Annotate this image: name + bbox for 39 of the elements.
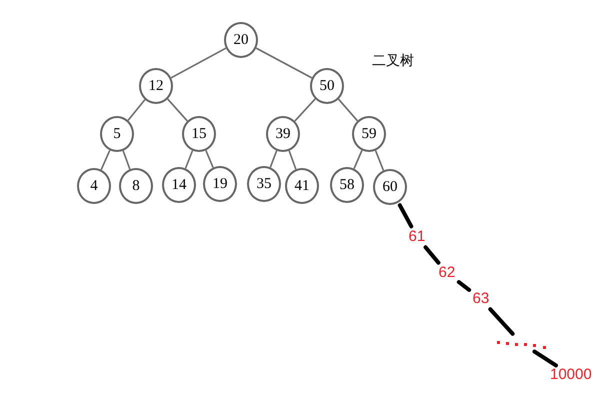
tree-edge	[100, 150, 111, 170]
node-label: 61	[408, 229, 426, 245]
hand-drawn-line	[488, 307, 515, 336]
tree-node-circle: 14	[162, 167, 196, 203]
tree-edge	[170, 47, 226, 79]
hand-drawn-line	[456, 280, 472, 292]
tree-node-circle: 35	[247, 166, 281, 202]
tree-node-circle: 19	[203, 166, 237, 202]
tree-node-circle: 15	[182, 116, 216, 152]
node-label: 10000	[550, 367, 592, 383]
tree-edge	[338, 98, 358, 122]
hand-drawn-line	[532, 350, 558, 368]
tree-node-circle: 59	[352, 116, 386, 152]
node-label: 62	[438, 265, 456, 281]
node-label: 63	[472, 291, 490, 307]
tree-edge	[167, 98, 188, 122]
title: 二叉树	[372, 52, 414, 70]
tree-edge	[122, 150, 131, 170]
tree-node-circle: 8	[119, 168, 153, 204]
tree-node-circle: 12	[139, 68, 173, 104]
tree-edge	[374, 150, 384, 171]
tree-node-circle: 5	[100, 116, 134, 152]
tree-edge	[184, 150, 194, 169]
tree-edge	[256, 47, 312, 79]
tree-edge	[270, 150, 278, 168]
tree-node-circle: 41	[285, 168, 319, 204]
tree-edge	[288, 150, 297, 170]
hand-drawn-line	[398, 203, 414, 228]
tree-node-circle: 39	[266, 116, 300, 152]
hand-drawn-line	[424, 245, 440, 265]
tree-edge	[353, 150, 363, 169]
tree-edge	[294, 98, 316, 122]
tree-node-circle: 20	[224, 22, 258, 58]
tree-node-circle: 4	[77, 168, 111, 204]
tree-edge	[205, 150, 214, 168]
tree-node-circle: 58	[330, 167, 364, 203]
tree-node-circle: 50	[310, 68, 344, 104]
tree-edge	[127, 99, 146, 121]
tree-node-circle: 60	[373, 169, 407, 205]
